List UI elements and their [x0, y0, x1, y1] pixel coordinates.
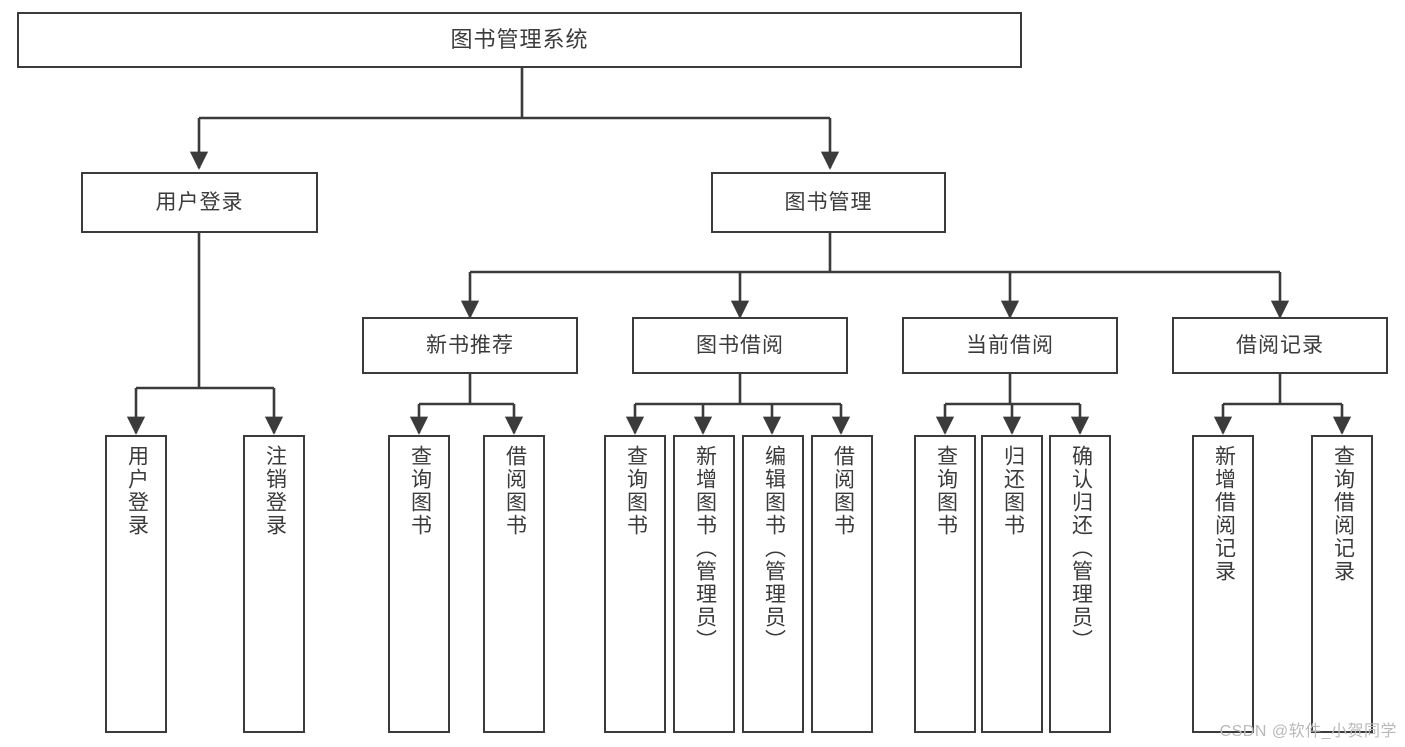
node-leaf-label: 用户登录 — [125, 445, 149, 537]
node-leaf-new-book-borrow[interactable]: 借阅图书 — [483, 435, 545, 733]
node-leaf-label: 归还图书 — [1001, 445, 1025, 537]
node-book-borrow-label: 图书借阅 — [696, 333, 784, 357]
node-leaf-label: 新增图书（管理员） — [693, 445, 717, 652]
watermark: CSDN @软件_小贺同学 — [1219, 723, 1397, 740]
node-leaf-label: 注销登录 — [263, 445, 287, 537]
node-book-management[interactable]: 图书管理 — [711, 172, 946, 233]
node-current-borrow[interactable]: 当前借阅 — [902, 317, 1118, 374]
node-leaf-borrow-edit-book-admin[interactable]: 编辑图书（管理员） — [742, 435, 804, 733]
node-leaf-user-login-login[interactable]: 用户登录 — [105, 435, 167, 733]
node-root-label: 图书管理系统 — [450, 26, 589, 52]
node-leaf-label: 确认归还（管理员） — [1069, 445, 1093, 652]
node-borrow-record[interactable]: 借阅记录 — [1172, 317, 1388, 374]
node-leaf-borrow-query[interactable]: 查询图书 — [604, 435, 666, 733]
node-leaf-borrow-borrow-book[interactable]: 借阅图书 — [811, 435, 873, 733]
node-leaf-current-return[interactable]: 归还图书 — [981, 435, 1043, 733]
node-leaf-label: 编辑图书（管理员） — [762, 445, 786, 652]
node-root-book-management-system[interactable]: 图书管理系统 — [17, 12, 1022, 68]
node-leaf-label: 查询图书 — [408, 445, 432, 537]
node-leaf-record-add[interactable]: 新增借阅记录 — [1192, 435, 1254, 733]
node-leaf-label: 借阅图书 — [503, 445, 527, 537]
node-current-borrow-label: 当前借阅 — [966, 333, 1054, 357]
node-user-login-label: 用户登录 — [155, 190, 244, 214]
node-book-management-label: 图书管理 — [784, 190, 873, 214]
node-leaf-label: 查询图书 — [934, 445, 958, 537]
node-new-book-recommend-label: 新书推荐 — [426, 333, 514, 357]
node-leaf-new-book-query[interactable]: 查询图书 — [388, 435, 450, 733]
node-leaf-label: 查询借阅记录 — [1331, 445, 1355, 583]
node-leaf-user-login-logout[interactable]: 注销登录 — [243, 435, 305, 733]
node-leaf-current-confirm-return-admin[interactable]: 确认归还（管理员） — [1049, 435, 1111, 733]
node-leaf-borrow-add-book-admin[interactable]: 新增图书（管理员） — [673, 435, 735, 733]
node-leaf-current-query[interactable]: 查询图书 — [914, 435, 976, 733]
node-book-borrow[interactable]: 图书借阅 — [632, 317, 848, 374]
node-leaf-label: 查询图书 — [624, 445, 648, 537]
node-borrow-record-label: 借阅记录 — [1236, 333, 1324, 357]
node-leaf-label: 新增借阅记录 — [1212, 445, 1236, 583]
node-user-login[interactable]: 用户登录 — [81, 172, 318, 233]
node-leaf-label: 借阅图书 — [831, 445, 855, 537]
node-leaf-record-query[interactable]: 查询借阅记录 — [1311, 435, 1373, 733]
node-new-book-recommend[interactable]: 新书推荐 — [362, 317, 578, 374]
